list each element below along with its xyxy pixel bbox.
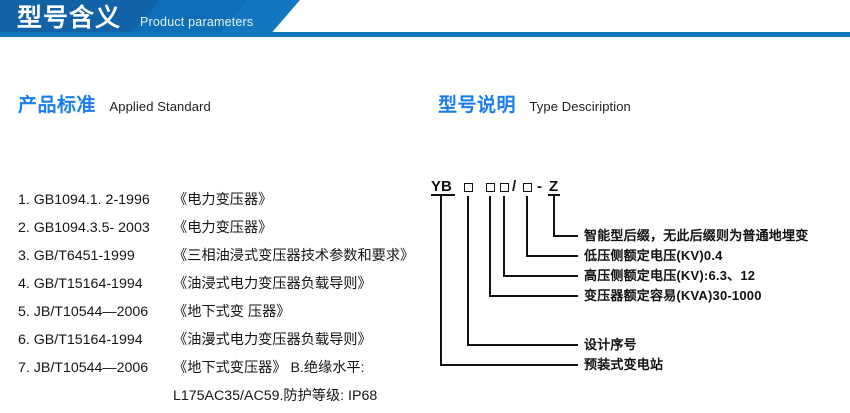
list-item: 4. GB/T15164-1994 《油浸式电力变压器负载导则》 xyxy=(18,273,438,301)
type-description-heading-en: Type Desciription xyxy=(529,99,631,114)
standard-code: 1. GB1094.1. 2-1996 xyxy=(18,192,150,208)
leader-line-6 xyxy=(440,196,578,366)
standard-name: 《地下式变压器》 B.绝缘水平: xyxy=(173,360,365,376)
applied-standard-column: 产品标准 Applied Standard 1. GB1094.1. 2-199… xyxy=(0,48,430,412)
code-part-dash: - xyxy=(537,178,542,195)
standard-name: 《电力变压器》 xyxy=(173,220,273,236)
code-part-yb: YB xyxy=(431,178,452,195)
list-item: 3. GB/T6451-1999 《三相油浸式变压器技术参数和要求》 xyxy=(18,245,438,273)
page-banner: 型号含义 Product parameters xyxy=(0,0,850,48)
leader-line-5 xyxy=(467,196,578,346)
leader-line-2 xyxy=(526,196,578,257)
list-item: 2. GB1094.3.5- 2003 《电力变压器》 xyxy=(18,217,438,245)
leader-lines xyxy=(431,194,578,366)
leader-line-4 xyxy=(489,196,578,297)
standard-name: 《三相油浸式变压器技术参数和要求》 xyxy=(173,248,415,264)
model-code: YB / - Z xyxy=(430,178,850,204)
callout-label-2: 低压侧额定电压(KV)0.4 xyxy=(584,248,723,263)
code-box-2 xyxy=(486,183,495,192)
banner-shape xyxy=(0,0,850,37)
callout-label-6: 预装式变电站 xyxy=(584,357,664,372)
callout-labels: 智能型后缀，无此后缀则为普通地埋变 低压侧额定电压(KV)0.4 高压侧额定电压… xyxy=(430,178,850,393)
code-part-slash: / xyxy=(512,178,517,195)
applied-standard-heading-en: Applied Standard xyxy=(109,99,211,114)
applied-standard-heading: 产品标准 Applied Standard xyxy=(18,90,211,117)
leader-line-3 xyxy=(503,196,578,277)
type-description-heading-cn: 型号说明 xyxy=(438,95,517,116)
callout-label-3: 高压侧额定电压(KV):6.3、12 xyxy=(584,268,756,283)
callout-label-4: 变压器额定容易(KVA)30-1000 xyxy=(584,288,762,303)
standard-code: 6. GB/T15164-1994 xyxy=(18,332,143,348)
standard-code: 2. GB1094.3.5- 2003 xyxy=(18,220,150,236)
type-description-heading: 型号说明 Type Desciription xyxy=(438,90,631,117)
list-item: 5. JB/T10544—2006 《地下式变 压器》 xyxy=(18,301,438,329)
standard-code: 7. JB/T10544—2006 xyxy=(18,360,149,376)
callout-label-5: 设计序号 xyxy=(584,337,637,352)
list-item: 1. GB1094.1. 2-1996 《电力变压器》 xyxy=(18,189,438,217)
list-item: 7. JB/T10544—2006 《地下式变压器》 B.绝缘水平: xyxy=(18,357,438,385)
type-description-column: 型号说明 Type Desciription YB / - Z xyxy=(430,48,850,412)
standard-name: 《油浸式电力变压器负载导则》 xyxy=(173,276,372,292)
banner-band-dark xyxy=(0,0,160,37)
standard-code: 5. JB/T10544—2006 xyxy=(18,304,149,320)
standards-list: 1. GB1094.1. 2-1996 《电力变压器》 2. GB1094.3.… xyxy=(18,189,438,413)
content-area: 产品标准 Applied Standard 1. GB1094.1. 2-199… xyxy=(0,48,850,412)
callout-label-1: 智能型后缀，无此后缀则为普通地埋变 xyxy=(584,228,809,243)
standard-continuation-line: L175AC35/AC59.防护等级: IP68 xyxy=(173,388,378,404)
code-box-1 xyxy=(464,183,473,192)
banner-title: 型号含义 xyxy=(17,4,122,32)
code-part-z: Z xyxy=(549,178,559,195)
type-code-diagram: YB / - Z xyxy=(430,178,850,393)
standard-name: 《电力变压器》 xyxy=(173,192,273,208)
standard-code: 3. GB/T6451-1999 xyxy=(18,248,135,264)
code-box-3 xyxy=(500,183,509,192)
leader-line-1 xyxy=(553,196,578,237)
standard-name: 《油漫式电力变压器负载导则》 xyxy=(173,332,372,348)
standard-code: 4. GB/T15164-1994 xyxy=(18,276,143,292)
code-box-4 xyxy=(523,183,532,192)
banner-strip xyxy=(0,32,850,37)
standard-name: 《地下式变 压器》 xyxy=(173,304,291,320)
list-item: 6. GB/T15164-1994 《油漫式电力变压器负载导则》 xyxy=(18,329,438,357)
applied-standard-heading-cn: 产品标准 xyxy=(18,95,97,116)
banner-subtitle: Product parameters xyxy=(140,15,254,29)
